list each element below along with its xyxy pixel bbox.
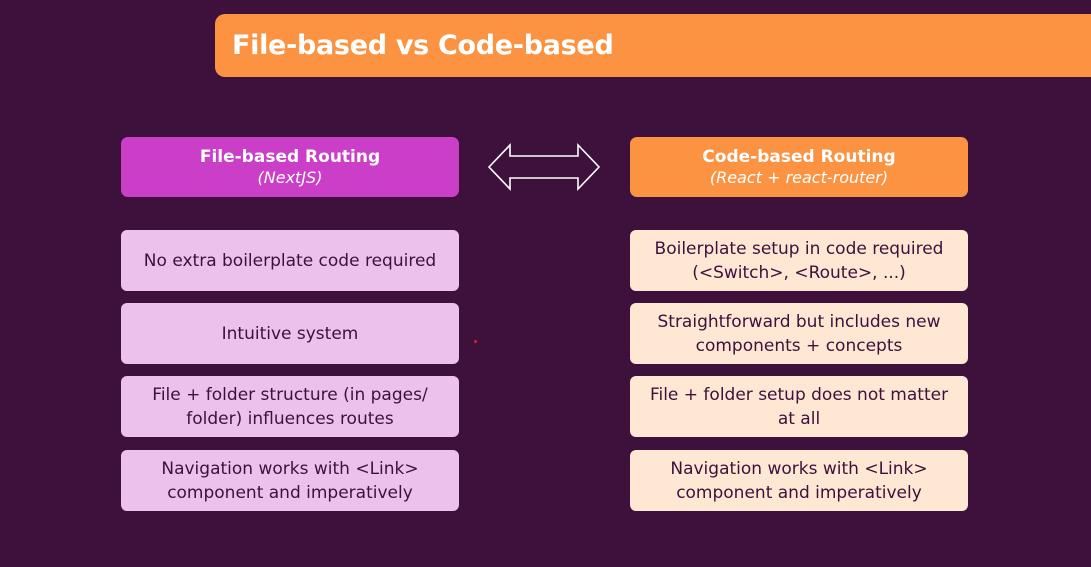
code-based-item: Straightforward but includes new compone… xyxy=(630,303,968,364)
file-based-item: Navigation works with <Link> component a… xyxy=(121,450,459,511)
file-based-routing-subheading: (NextJS) xyxy=(257,168,323,187)
code-based-item: File + folder setup does not matter at a… xyxy=(630,376,968,437)
file-based-item: No extra boilerplate code required xyxy=(121,230,459,291)
slide-title: File-based vs Code-based xyxy=(232,30,614,61)
code-based-routing-header: Code-based Routing (React + react-router… xyxy=(630,137,968,197)
title-bar: File-based vs Code-based xyxy=(215,14,1091,77)
file-based-routing-heading: File-based Routing xyxy=(199,147,381,167)
code-based-routing-heading: Code-based Routing xyxy=(702,147,896,167)
file-based-routing-header: File-based Routing (NextJS) xyxy=(121,137,459,197)
code-based-item: Navigation works with <Link> component a… xyxy=(630,450,968,511)
file-based-item: File + folder structure (in pages/ folde… xyxy=(121,376,459,437)
code-based-item: Boilerplate setup in code required (<Swi… xyxy=(630,230,968,291)
file-based-item: Intuitive system xyxy=(121,303,459,364)
code-based-routing-subheading: (React + react-router) xyxy=(709,168,889,187)
double-headed-arrow-icon xyxy=(488,143,600,191)
pointer-dot xyxy=(474,340,477,343)
